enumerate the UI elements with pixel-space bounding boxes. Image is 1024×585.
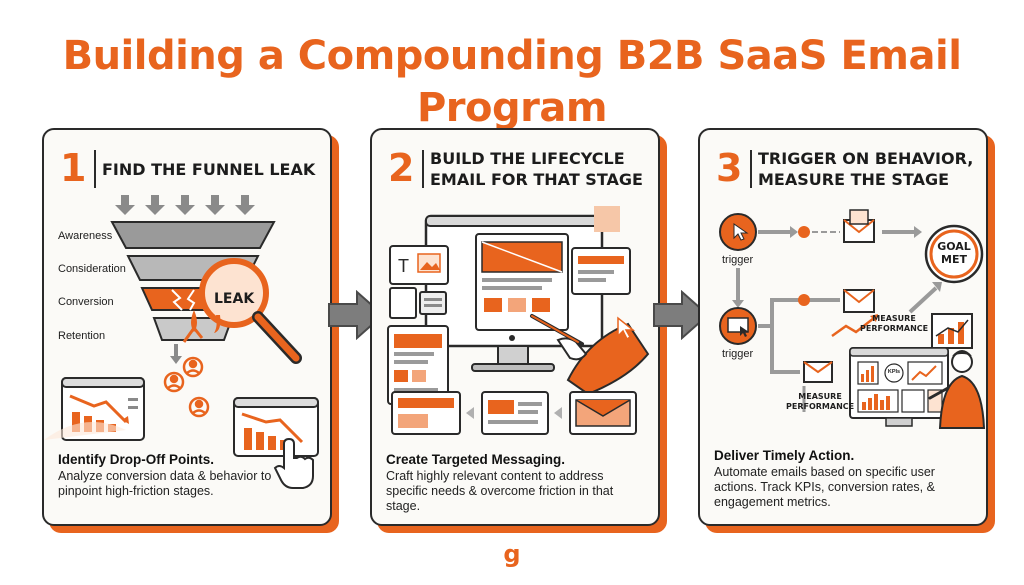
step-3-number: 3 [716, 146, 743, 190]
click-trigger-icon-2 [719, 307, 757, 345]
content-blocks-icon: T [389, 245, 449, 319]
leak-label: LEAK [214, 291, 255, 307]
step-2-card: 2 BUILD THE LIFECYCLE EMAIL FOR THAT STA… [370, 128, 660, 526]
step-1-caption-title: Identify Drop-Off Points. [58, 452, 214, 467]
measure-top-line-2: PERFORMANCE [860, 324, 929, 333]
step-3-heading: TRIGGER ON BEHAVIOR, MEASURE THE STAGE [758, 149, 974, 189]
email-template-icon [475, 233, 569, 331]
email-envelope-icon-2 [843, 289, 875, 313]
goal-label-line-2: MET [941, 253, 967, 266]
hand-cursor-icon [273, 437, 314, 489]
step-2-caption-body: Craft highly relevant content to address… [386, 469, 614, 513]
user-avatars-icon [163, 356, 210, 418]
goal-met-label: GOAL MET [928, 240, 980, 266]
email-builder-illustration: T [387, 206, 650, 435]
step-1-heading: FIND THE FUNNEL LEAK [102, 160, 316, 179]
growth-chart-icon [931, 313, 973, 349]
step-3-card: 3 TRIGGER ON BEHAVIOR, MEASURE THE STAGE [698, 128, 988, 526]
email-card-icon [571, 247, 631, 295]
svg-text:T: T [398, 256, 409, 276]
hand-with-pen-icon [530, 314, 650, 396]
analyst-person-icon [928, 350, 986, 429]
step-1-number: 1 [60, 146, 87, 190]
step-2-divider [422, 150, 424, 188]
leak-drip-icon [191, 310, 197, 332]
mobile-email-icon [387, 325, 449, 405]
step-3-divider [750, 150, 752, 188]
step-3-caption-body: Automate emails based on specific user a… [714, 465, 935, 509]
page-title: Building a Compounding B2B SaaS Email Pr… [0, 30, 1024, 134]
trend-up-icon [831, 317, 875, 338]
measure-bottom-line-1: MEASURE [798, 392, 842, 401]
inflow-arrows-icon [115, 195, 255, 215]
step-2-heading: BUILD THE LIFECYCLE EMAIL FOR THAT STAGE [430, 149, 643, 189]
funnel-label-awareness: Awareness [58, 230, 113, 242]
trigger-label-1: trigger [722, 254, 754, 266]
email-envelope-icon [843, 209, 875, 243]
step-2-number: 2 [388, 146, 415, 190]
brand-logo-glyph: g [503, 540, 521, 568]
kpi-label: KPIs [887, 369, 901, 375]
click-trigger-icon [719, 213, 757, 251]
funnel-tier-awareness [110, 221, 276, 249]
measure-performance-label-top: MEASURE PERFORMANCE [860, 314, 928, 334]
funnel-label-conversion: Conversion [58, 296, 114, 308]
measure-top-line-1: MEASURE [872, 314, 916, 323]
automation-flow-illustration [719, 209, 986, 429]
brand-logo: g [499, 541, 525, 571]
trigger-label-2: trigger [722, 348, 754, 360]
goal-label-line-1: GOAL [937, 240, 971, 253]
measure-performance-label-bottom: MEASURE PERFORMANCE [786, 392, 854, 412]
declining-chart-window-icon-2 [233, 397, 319, 457]
funnel-label-retention: Retention [58, 330, 106, 342]
next-step-arrow-icon-2 [653, 290, 710, 340]
funnel-illustration [44, 195, 319, 489]
step-1-divider [94, 150, 96, 188]
step-1-caption-body: Analyze conversion data & behavior to pi… [58, 469, 272, 498]
goal-met-badge [924, 224, 984, 284]
step-1-card: 1 FIND THE FUNNEL LEAK [42, 128, 332, 526]
email-sequence-icon [391, 391, 637, 435]
measure-bottom-line-2: PERFORMANCE [786, 402, 855, 411]
step-2-caption-title: Create Targeted Messaging. [386, 452, 566, 467]
funnel-label-consideration: Consideration [58, 263, 126, 275]
magnifier-icon [199, 258, 302, 364]
kpi-dashboard-icon [849, 347, 949, 427]
step-3-caption-title: Deliver Timely Action. [714, 448, 855, 463]
pointer-cursor-icon [617, 316, 636, 341]
title-text: Building a Compounding B2B SaaS Email Pr… [62, 33, 962, 131]
email-envelope-icon-3 [803, 361, 833, 383]
